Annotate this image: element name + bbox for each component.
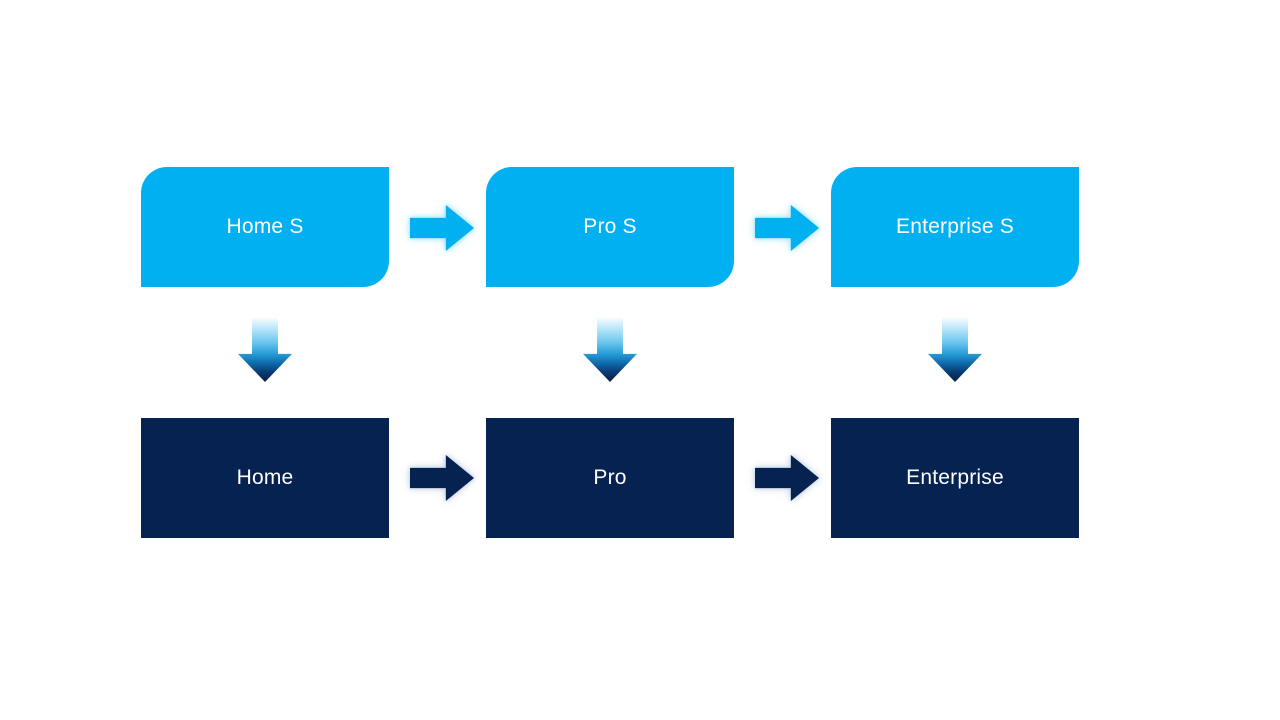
node-home: Home (141, 418, 389, 538)
right-arrow-shape (410, 455, 474, 501)
right-arrow-icon (755, 205, 819, 251)
right-arrow-icon (410, 455, 474, 501)
right-arrow-icon (410, 205, 474, 251)
right-arrow-shape (755, 205, 819, 251)
node-pro: Pro (486, 418, 734, 538)
node-enterprise-label: Enterprise (906, 466, 1004, 489)
node-pro-label: Pro (593, 466, 627, 489)
down-arrow-icon (928, 318, 982, 382)
right-arrow-shape (755, 455, 819, 501)
right-arrow-shape (410, 205, 474, 251)
right-arrow-icon (755, 455, 819, 501)
down-arrow-icon (583, 318, 637, 382)
node-home-s-label: Home S (226, 215, 304, 238)
node-pro-s-label: Pro S (583, 215, 637, 238)
node-home-label: Home (236, 466, 294, 489)
down-arrow-icon (238, 318, 292, 382)
node-pro-s: Pro S (486, 167, 734, 287)
node-enterprise-s-label: Enterprise S (896, 215, 1014, 238)
node-enterprise: Enterprise (831, 418, 1079, 538)
node-home-s: Home S (141, 167, 389, 287)
node-enterprise-s: Enterprise S (831, 167, 1079, 287)
